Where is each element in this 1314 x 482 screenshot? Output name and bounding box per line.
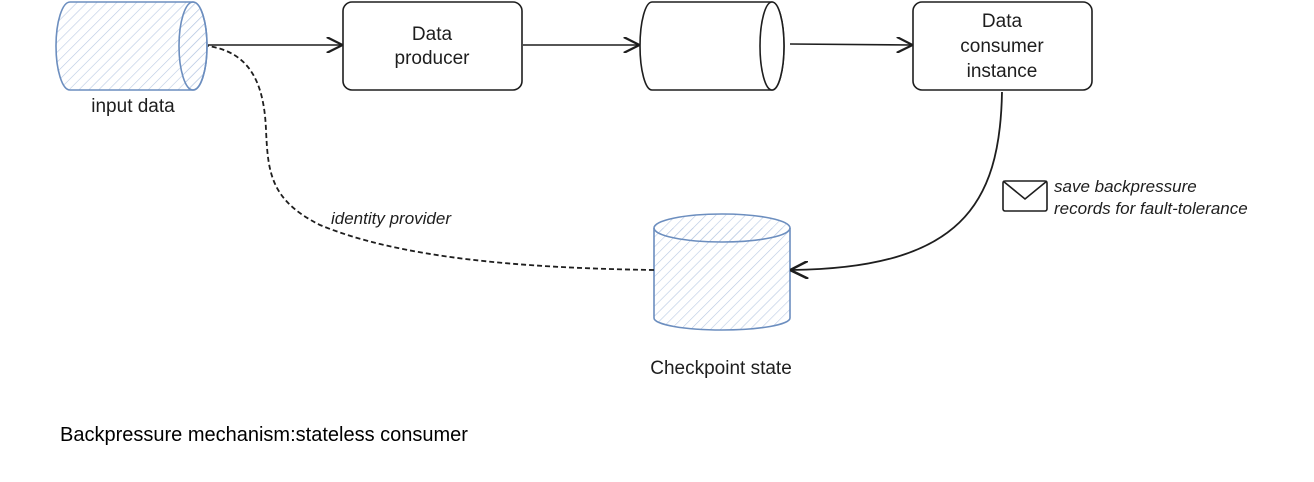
data-consumer-label-line2: consumer xyxy=(960,36,1044,57)
data-producer-label-line1: Data xyxy=(412,24,453,45)
edge-identity-provider xyxy=(207,45,655,271)
save-backpressure-label-line2: records for fault-tolerance xyxy=(1054,199,1248,218)
identity-provider-label: identity provider xyxy=(331,209,452,228)
checkpoint-state-label: Checkpoint state xyxy=(650,358,792,379)
edge-consumer-to-checkpoint xyxy=(792,91,1003,270)
data-producer-node xyxy=(342,1,523,91)
data-producer-label-line2: producer xyxy=(395,48,471,69)
input-data-label: input data xyxy=(91,96,175,117)
data-consumer-node xyxy=(912,1,1093,91)
input-data-node xyxy=(55,1,208,91)
edge-queue-to-consumer xyxy=(789,44,911,45)
checkpoint-state-node xyxy=(653,213,791,331)
data-consumer-label-line3: instance xyxy=(967,61,1038,82)
queue-node xyxy=(639,1,785,91)
data-consumer-label-line1: Data xyxy=(982,11,1023,32)
diagram-caption: Backpressure mechanism:stateless consume… xyxy=(60,424,468,446)
save-backpressure-label-line1: save backpressure xyxy=(1054,177,1197,196)
envelope-icon xyxy=(1002,180,1048,212)
